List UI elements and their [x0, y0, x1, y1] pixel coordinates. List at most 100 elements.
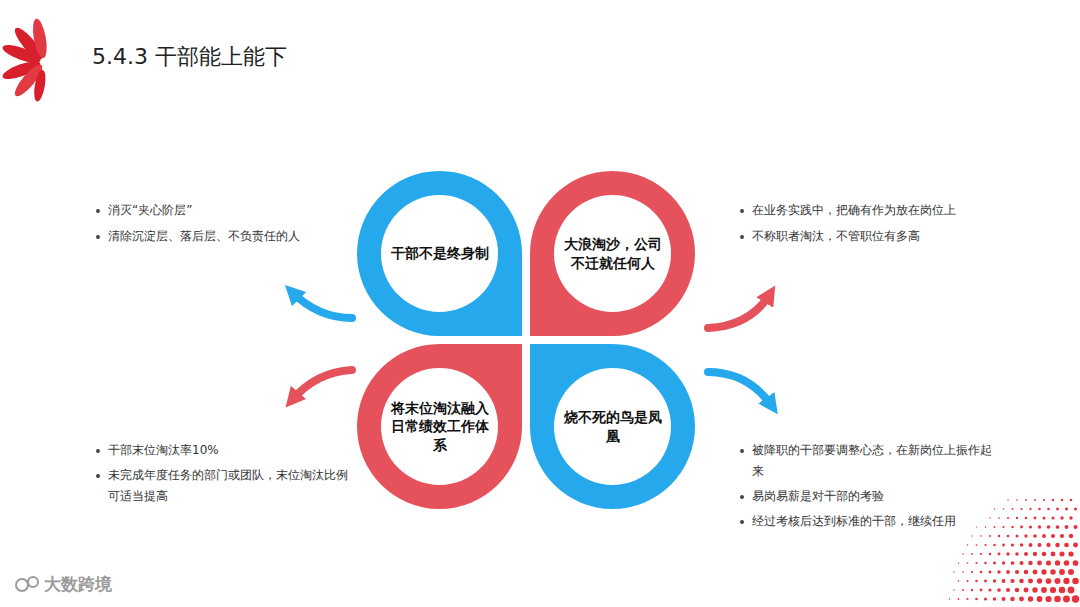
halftone-dot [1063, 596, 1070, 603]
halftone-dot [998, 535, 1000, 537]
halftone-dot [1019, 579, 1024, 584]
halftone-dot [1002, 579, 1006, 583]
halftone-dot [1045, 596, 1051, 602]
bullet-note: 未完成年度任务的部门或团队，末位淘汰比例可适当提高 [108, 465, 348, 507]
halftone-dot [1046, 543, 1050, 547]
halftone-dots [949, 499, 1079, 603]
halftone-dot [1028, 596, 1033, 601]
halftone-dot [997, 570, 1000, 573]
halftone-dot [1068, 569, 1074, 575]
halftone-dot [976, 544, 978, 546]
petal-node: 将末位淘汰融入日常绩效工作体系 [357, 344, 522, 509]
halftone-dot [1007, 517, 1009, 519]
halftone-dot [1019, 561, 1023, 565]
halftone-dot [1051, 534, 1055, 538]
halftone-dot [1002, 526, 1004, 528]
halftone-dot [997, 588, 1001, 592]
halftone-dot [1056, 525, 1060, 529]
halftone-dot [967, 544, 968, 545]
curved-arrow [708, 372, 772, 406]
halftone-dot [976, 526, 977, 527]
petal-shape [530, 171, 695, 336]
halftone-dot [1033, 552, 1037, 556]
curved-arrow [708, 294, 770, 328]
petal-node: 大浪淘沙，公司不迁就任何人 [530, 171, 695, 336]
halftone-dot [1052, 499, 1054, 501]
halftone-dot [1047, 508, 1050, 511]
halftone-dot [971, 553, 973, 555]
halftone-dot [1024, 552, 1028, 556]
halftone-dot [1050, 569, 1056, 575]
halftone-dot [1024, 570, 1029, 575]
halftone-dot [1070, 499, 1073, 502]
halftone-dot [1037, 561, 1042, 566]
halftone-dot [1064, 560, 1070, 566]
halftone-dot [989, 517, 990, 518]
halftone-dot [1065, 525, 1069, 529]
halftone-dot [958, 580, 960, 582]
halftone-dot [967, 562, 969, 564]
bullet-note: 不称职者淘汰，不管职位有多高 [752, 226, 1042, 247]
halftone-dot [1043, 499, 1045, 501]
halftone-dot [1037, 578, 1042, 583]
halftone-dot [1015, 534, 1018, 537]
halftone-dot [1002, 544, 1005, 547]
halftone-dot [1010, 579, 1014, 583]
petal-outline [357, 171, 522, 336]
halftone-dot [1025, 499, 1027, 501]
halftone-dot [1055, 543, 1060, 548]
bullet-dot [740, 209, 744, 213]
halftone-dot [1020, 508, 1022, 510]
halftone-dot [1074, 507, 1077, 510]
halftone-dot [1016, 499, 1018, 501]
halftone-dot [984, 580, 987, 583]
halftone-dot [988, 588, 991, 591]
halftone-dot [1064, 543, 1069, 548]
petal-shape [530, 344, 695, 509]
halftone-dot [962, 571, 964, 573]
halftone-dot [975, 598, 978, 601]
halftone-dot [953, 571, 954, 572]
halftone-dot [1074, 525, 1078, 529]
halftone-dot [1011, 561, 1015, 565]
halftone-dot [994, 526, 996, 528]
bullet-note: 易岗易薪是对干部的考验 [752, 486, 1012, 507]
halftone-dot [1033, 534, 1037, 538]
petal-node: 干部不是终身制 [357, 171, 522, 336]
bullet-dot [740, 449, 744, 453]
halftone-dot [1059, 587, 1066, 594]
halftone-dot [1019, 597, 1024, 602]
petal-outline [357, 344, 522, 509]
halftone-dot [975, 580, 977, 582]
halftone-dot [1041, 587, 1047, 593]
halftone-dot [1020, 543, 1024, 547]
halftone-dot [1015, 552, 1019, 556]
halftone-dot [1029, 543, 1033, 547]
halftone-dot [1060, 516, 1063, 519]
bullet-dot [96, 474, 100, 478]
halftone-dot [1050, 587, 1056, 593]
bullet-note: 干部末位淘汰率10% [108, 440, 348, 461]
halftone-dot [1034, 517, 1037, 520]
halftone-dot [1020, 526, 1023, 529]
halftone-dot [1068, 587, 1075, 594]
halftone-dot [1054, 596, 1061, 603]
halftone-dot [1055, 560, 1060, 565]
halftone-dot [1028, 579, 1033, 584]
halftone-dot [1007, 535, 1010, 538]
halftone-dot [980, 589, 983, 592]
petal-text: 将末位淘汰融入日常绩效工作体系 [388, 399, 492, 454]
halftone-dot [989, 571, 992, 574]
halftone-dot [1006, 570, 1010, 574]
halftone-dot [1042, 516, 1045, 519]
halftone-dot [962, 553, 963, 554]
petal-inner-circle [554, 195, 671, 312]
halftone-dot [1028, 561, 1032, 565]
bullet-note: 经过考核后达到标准的干部，继续任用 [752, 511, 1012, 532]
halftone-dot [962, 589, 964, 591]
halftone-dot [1029, 525, 1032, 528]
halftone-dot [1038, 508, 1041, 511]
halftone-dot [1073, 560, 1079, 566]
petal-inner-circle [381, 195, 498, 312]
halftone-dot [1015, 570, 1019, 574]
